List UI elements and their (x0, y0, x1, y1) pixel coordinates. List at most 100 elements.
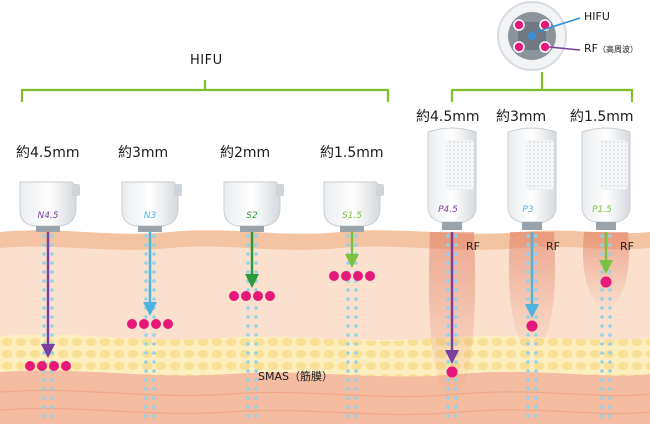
ultrasound-dot (246, 387, 250, 391)
ultrasound-dot (354, 360, 358, 364)
ultrasound-dot (608, 405, 612, 409)
ultrasound-dot (600, 243, 604, 247)
arrow-head (445, 350, 459, 364)
focal-point (329, 271, 339, 281)
ultrasound-dot (346, 234, 350, 238)
ultrasound-dot (346, 333, 350, 337)
ultrasound-dot (42, 243, 46, 247)
ultrasound-dot (42, 288, 46, 292)
focal-point (600, 276, 612, 288)
ultrasound-dot (152, 333, 156, 337)
ultrasound-dot (608, 243, 612, 247)
ultrasound-dot (354, 315, 358, 319)
ultrasound-dot (608, 387, 612, 391)
ultrasound-dot (526, 414, 530, 418)
ultrasound-dot (534, 351, 538, 355)
ultrasound-dot (50, 324, 54, 328)
ultrasound-dot (346, 369, 350, 373)
ultrasound-dot (354, 405, 358, 409)
ultrasound-dot (354, 324, 358, 328)
ultrasound-dot (144, 288, 148, 292)
ultrasound-dot (246, 414, 250, 418)
ultrasound-dot (152, 279, 156, 283)
ultrasound-dot (254, 234, 258, 238)
ultrasound-dot (254, 252, 258, 256)
ultrasound-dot (454, 252, 458, 256)
cartridge-code: S1.5 (342, 211, 362, 221)
ultrasound-dot (354, 261, 358, 265)
ultrasound-dot (42, 270, 46, 274)
ultrasound-dot (254, 351, 258, 355)
ultrasound-dot (152, 351, 156, 355)
ultrasound-dot (346, 396, 350, 400)
ultrasound-dot (246, 378, 250, 382)
ultrasound-dot (346, 261, 350, 265)
focal-point (253, 291, 263, 301)
ultrasound-dot (254, 333, 258, 337)
ultrasound-dot (526, 279, 530, 283)
focal-point (241, 291, 251, 301)
arrow-head (41, 344, 55, 358)
ultrasound-dot (600, 297, 604, 301)
rf-cartridge: P1.5 (581, 127, 631, 230)
smas-label: SMAS（筋膜） (258, 370, 333, 383)
ultrasound-dot (534, 279, 538, 283)
ultrasound-dot (246, 360, 250, 364)
arrow-head (345, 254, 359, 268)
ultrasound-dot (50, 405, 54, 409)
ultrasound-dot (50, 297, 54, 301)
ultrasound-dot (446, 396, 450, 400)
ultrasound-dot (246, 261, 250, 265)
ultrasound-dot (246, 243, 250, 247)
ultrasound-dot (254, 369, 258, 373)
ultrasound-dot (354, 306, 358, 310)
ultrasound-dot (600, 414, 604, 418)
ultrasound-dot (354, 243, 358, 247)
ultrasound-dot (454, 288, 458, 292)
rf-electrode (513, 41, 525, 53)
ultrasound-dot (346, 306, 350, 310)
legend-rf-label: RF（高周波） (584, 42, 638, 55)
ultrasound-dot (608, 324, 612, 328)
ultrasound-dot (346, 288, 350, 292)
ultrasound-dot (254, 405, 258, 409)
hifu-group-label: HIFU (190, 53, 223, 68)
ultrasound-dot (526, 396, 530, 400)
ultrasound-dot (534, 252, 538, 256)
ultrasound-dot (600, 333, 604, 337)
ultrasound-dot (144, 360, 148, 364)
ultrasound-dot (534, 342, 538, 346)
ultrasound-dot (526, 369, 530, 373)
ultrasound-dot (608, 369, 612, 373)
ultrasound-dot (446, 288, 450, 292)
ultrasound-dot (42, 234, 46, 238)
ultrasound-dot (446, 405, 450, 409)
ultrasound-dot (354, 288, 358, 292)
ultrasound-dot (50, 351, 54, 355)
ultrasound-dot (534, 405, 538, 409)
ultrasound-dot (526, 252, 530, 256)
ultrasound-dot (446, 414, 450, 418)
arrow-head (143, 302, 157, 316)
ultrasound-dot (446, 234, 450, 238)
ultrasound-dot (42, 297, 46, 301)
ultrasound-dot (454, 234, 458, 238)
rf-tag: RF (466, 240, 480, 253)
cartridge-code: N3 (144, 211, 157, 221)
ultrasound-dot (526, 333, 530, 337)
ultrasound-dot (526, 342, 530, 346)
focal-point (127, 319, 137, 329)
depth-label: 約2mm (220, 145, 271, 161)
ultrasound-dot (50, 261, 54, 265)
cartridge-code: N4.5 (37, 211, 58, 221)
ultrasound-dot (608, 288, 612, 292)
ultrasound-dot (152, 234, 156, 238)
ultrasound-dot (152, 360, 156, 364)
ultrasound-dot (526, 351, 530, 355)
ultrasound-dot (454, 414, 458, 418)
ultrasound-dot (254, 261, 258, 265)
depth-label: 約3mm (496, 109, 547, 125)
